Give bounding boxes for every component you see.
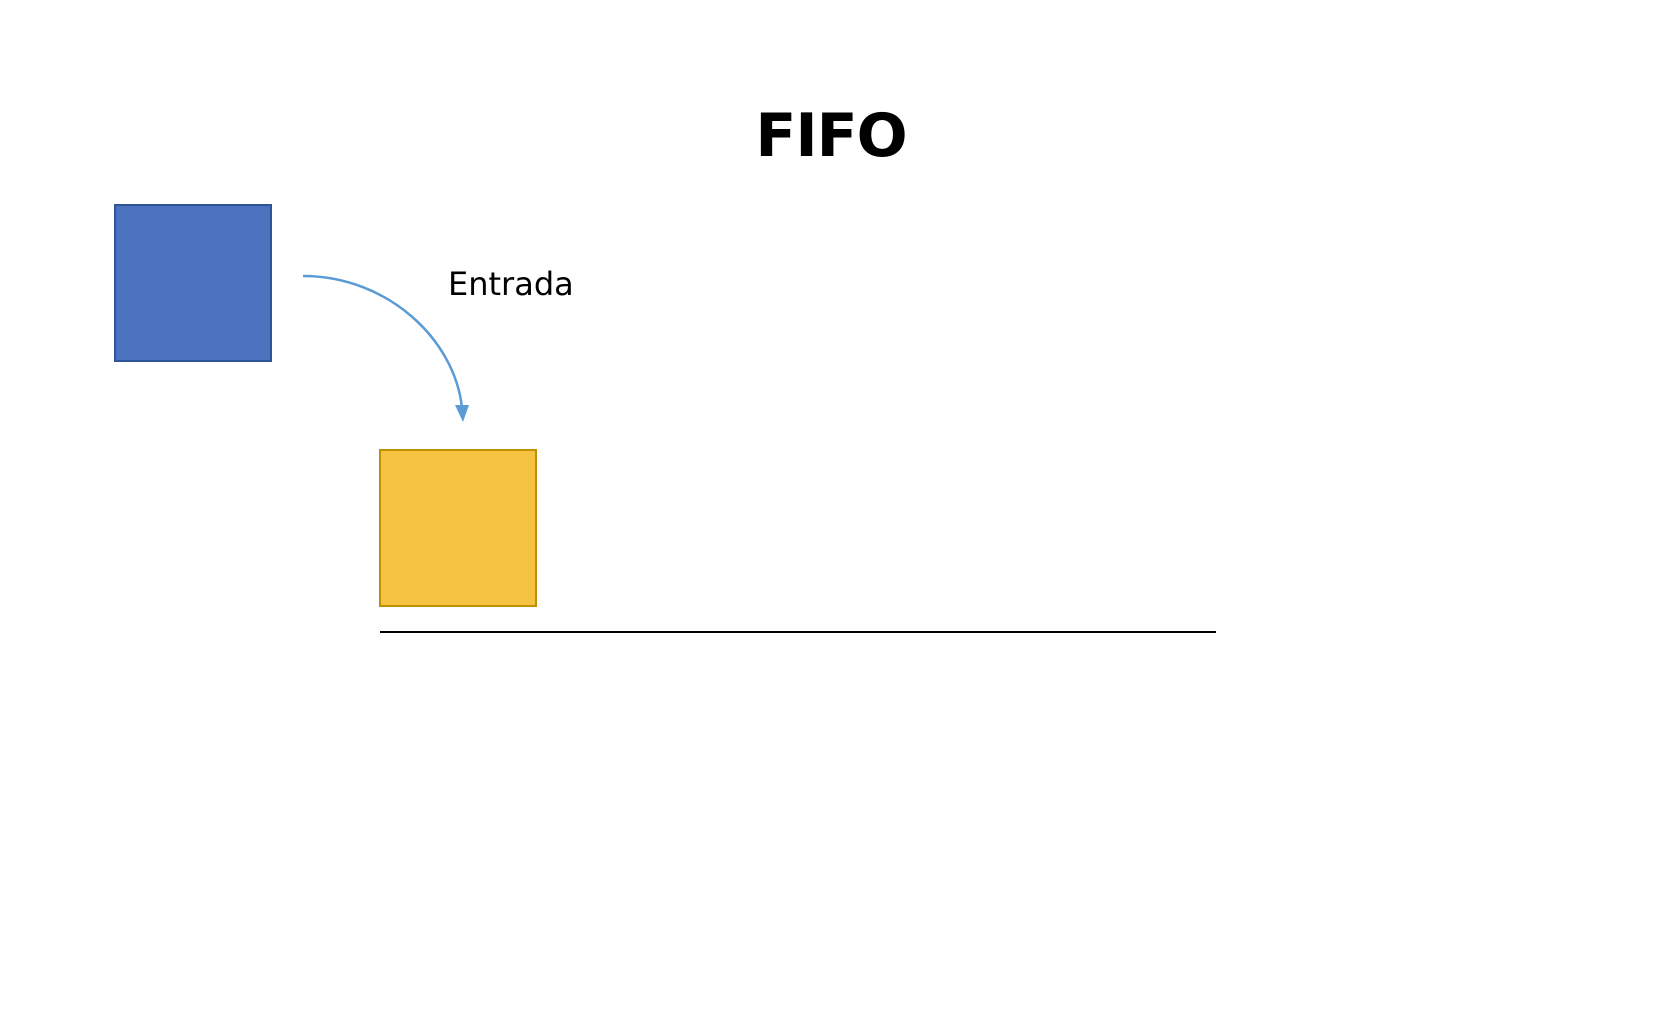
incoming-item-square	[114, 204, 272, 362]
entry-arrow-head	[455, 405, 469, 422]
slide-title: FIFO	[755, 101, 907, 171]
queue-baseline	[380, 631, 1216, 633]
entry-arrow-curve	[302, 274, 464, 409]
entry-label: Entrada	[448, 265, 574, 303]
queued-item-square	[379, 449, 537, 607]
